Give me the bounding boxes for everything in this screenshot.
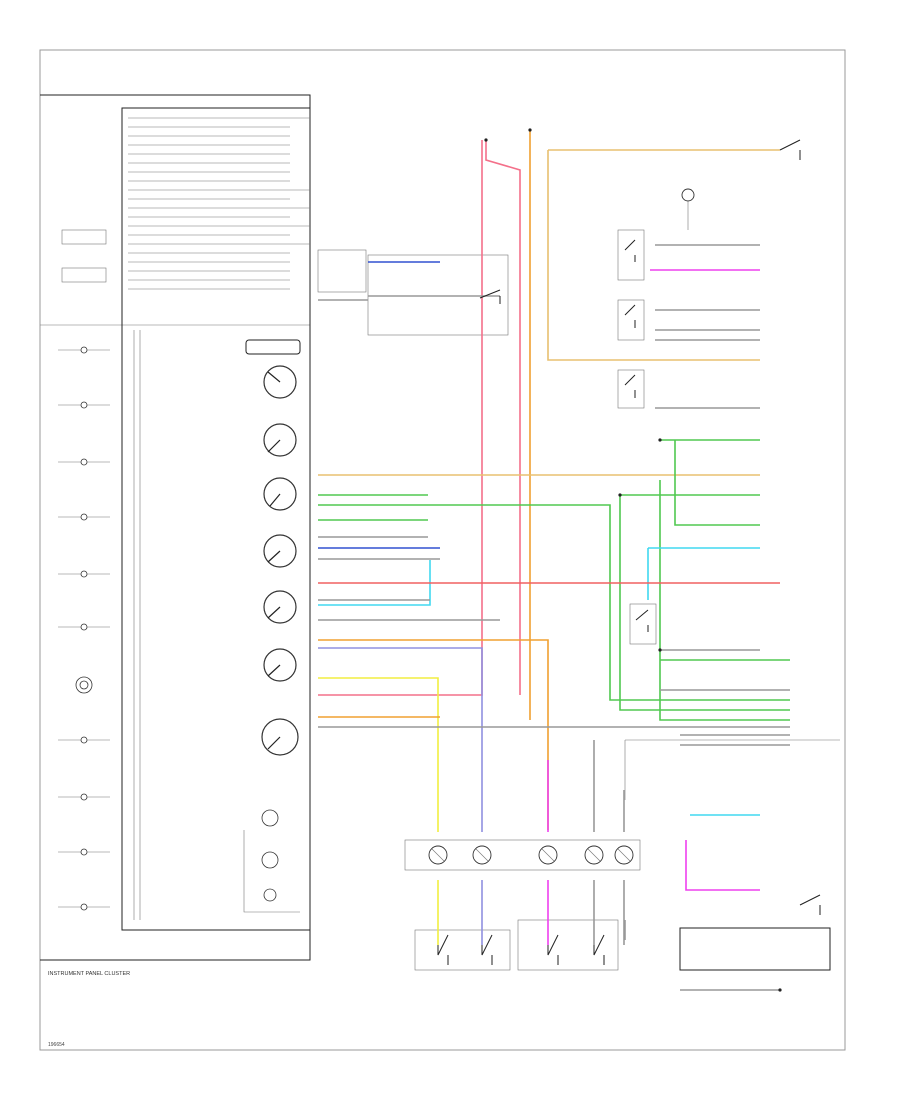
- gauges: [243, 339, 301, 913]
- wire-tan: [547, 149, 780, 361]
- wire-pink: [318, 140, 483, 696]
- cluster-connector-lines: [290, 117, 310, 245]
- diagram-frame: [39, 49, 846, 1051]
- gauge: [263, 534, 297, 568]
- switch: [624, 304, 636, 328]
- indicator-lamp: [58, 736, 110, 744]
- indicator-lamp: [58, 513, 110, 521]
- switch: [437, 934, 449, 965]
- wire-green: [318, 504, 790, 701]
- connector: [538, 845, 558, 865]
- indicator-lamp: [58, 623, 110, 631]
- wire-green-4: [660, 439, 760, 526]
- switches: [437, 139, 821, 965]
- wire-gray-7: [624, 920, 780, 991]
- indicator-lamps: [58, 229, 110, 911]
- wire-yellow: [318, 677, 439, 832]
- indicator-lamp: [58, 458, 110, 466]
- indicator-lamp: [58, 570, 110, 578]
- switch: [547, 934, 559, 965]
- connector: [614, 845, 634, 865]
- component-boxes: [317, 229, 840, 971]
- gauge: [263, 590, 297, 624]
- sensor: [681, 188, 695, 230]
- connector: [584, 845, 604, 865]
- cluster-label: INSTRUMENT PANEL CLUSTER: [48, 971, 130, 977]
- gauge: [263, 423, 297, 457]
- wire-magenta-3: [685, 840, 760, 891]
- switch: [593, 934, 605, 965]
- gauge: [261, 718, 299, 756]
- indicator-lamp: [58, 848, 110, 856]
- indicator-lamp: [58, 346, 110, 354]
- switch: [624, 374, 636, 398]
- wire-orange-horizontal: [318, 639, 549, 830]
- wire-gray: [318, 295, 500, 301]
- indicator-lamp: [58, 793, 110, 801]
- gauge: [263, 365, 297, 399]
- wire-gray-5: [593, 740, 625, 945]
- gauge: [263, 648, 297, 682]
- switch: [481, 934, 493, 965]
- indicator-lamp: [58, 401, 110, 409]
- wire-harness: [318, 130, 790, 991]
- switch: [779, 139, 801, 160]
- wire-green-3: [619, 494, 790, 711]
- switch: [799, 894, 821, 915]
- switch: [479, 289, 501, 304]
- switch: [624, 239, 636, 262]
- turn-signal-indicator: [261, 809, 279, 902]
- wire-pink-vertical: [485, 140, 521, 695]
- wire-cyan-2: [318, 560, 431, 606]
- figure-number: 196654: [48, 1042, 65, 1048]
- wire-gray-4: [660, 649, 790, 746]
- indicator-lamp: [75, 676, 93, 694]
- wire-cyan: [647, 547, 760, 600]
- display-box: [245, 339, 301, 355]
- wire-gray-6: [318, 536, 500, 621]
- switch: [635, 609, 649, 632]
- cluster-pin-rows: [128, 117, 290, 290]
- splice-points: [484, 128, 782, 992]
- wire-gray-3: [655, 244, 760, 409]
- gauge: [263, 477, 297, 511]
- indicator-lamp: [58, 903, 110, 911]
- connector: [472, 845, 492, 865]
- wire-green-5: [659, 480, 790, 721]
- connector: [428, 845, 448, 865]
- wire-purple: [318, 647, 483, 945]
- instrument-panel-cluster: [40, 94, 311, 961]
- connector-row: [428, 845, 634, 865]
